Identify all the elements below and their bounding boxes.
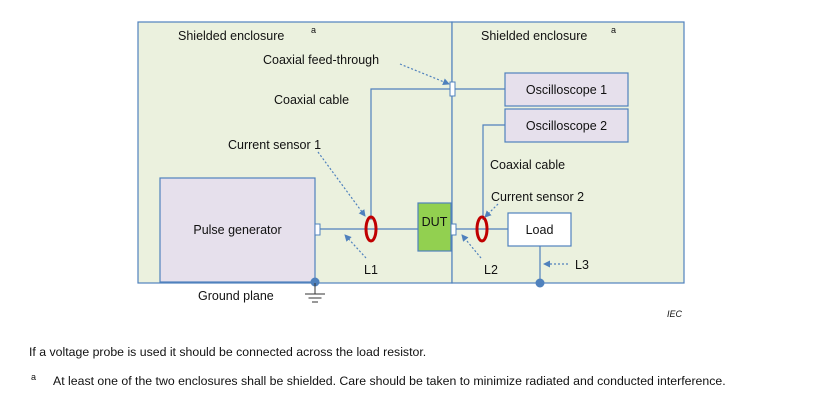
right-enclosure-label: Shielded enclosure [481, 29, 588, 43]
left-enclosure-footnote-marker: a [311, 25, 317, 35]
footnote-text: At least one of the two enclosures shall… [53, 374, 726, 388]
load-label: Load [525, 223, 554, 237]
coaxial-cable-sensor-2 [482, 124, 505, 220]
oscilloscope-1-box [504, 72, 629, 107]
coaxial-cable-sensor-1 [370, 88, 452, 220]
dut-label: DUT [421, 215, 448, 229]
iec-label: IEC [667, 309, 683, 319]
current-sensor-1-ring [364, 215, 378, 243]
pulse-generator-label: Pulse generator [193, 223, 282, 237]
ground-plane-label: Ground plane [198, 289, 274, 303]
l2-leader [461, 234, 482, 259]
l1-leader [344, 234, 367, 259]
current-sensor-2-label: Current sensor 2 [491, 190, 585, 204]
footnote-marker: a [31, 372, 37, 382]
load-box [507, 212, 572, 247]
voltage-probe-note: If a voltage probe is used it should be … [29, 345, 427, 359]
current-sensor-2-ring [475, 215, 489, 243]
coaxial-feedthrough [449, 81, 456, 97]
coaxial-feedthrough-label: Coaxial feed-through [263, 53, 380, 67]
right-enclosure-footnote-marker: a [611, 25, 617, 35]
current-sensor-2-leader [484, 203, 499, 218]
oscilloscope-1-label: Oscilloscope 1 [525, 83, 608, 97]
coaxial-cable-left-label: Coaxial cable [274, 93, 350, 107]
oscilloscope-2-label: Oscilloscope 2 [525, 119, 608, 133]
l2-label: L2 [484, 263, 498, 277]
test-setup-diagram [137, 21, 685, 303]
oscilloscope-2-box [504, 108, 629, 143]
coaxial-feedthrough-leader [399, 63, 450, 85]
l3-label: L3 [575, 258, 589, 272]
left-enclosure-label: Shielded enclosure [178, 29, 285, 43]
pulse-generator-ground-node [310, 277, 320, 287]
dut-connector [450, 223, 457, 236]
ground-symbol-icon [305, 293, 325, 303]
pulse-generator-box [159, 177, 316, 283]
current-sensor-1-leader [317, 151, 366, 217]
pulse-generator-connector [314, 223, 321, 236]
load-ground-node [535, 278, 545, 288]
current-sensor-1-label: Current sensor 1 [228, 138, 322, 152]
l1-label: L1 [364, 263, 378, 277]
coaxial-cable-right-label: Coaxial cable [490, 158, 566, 172]
